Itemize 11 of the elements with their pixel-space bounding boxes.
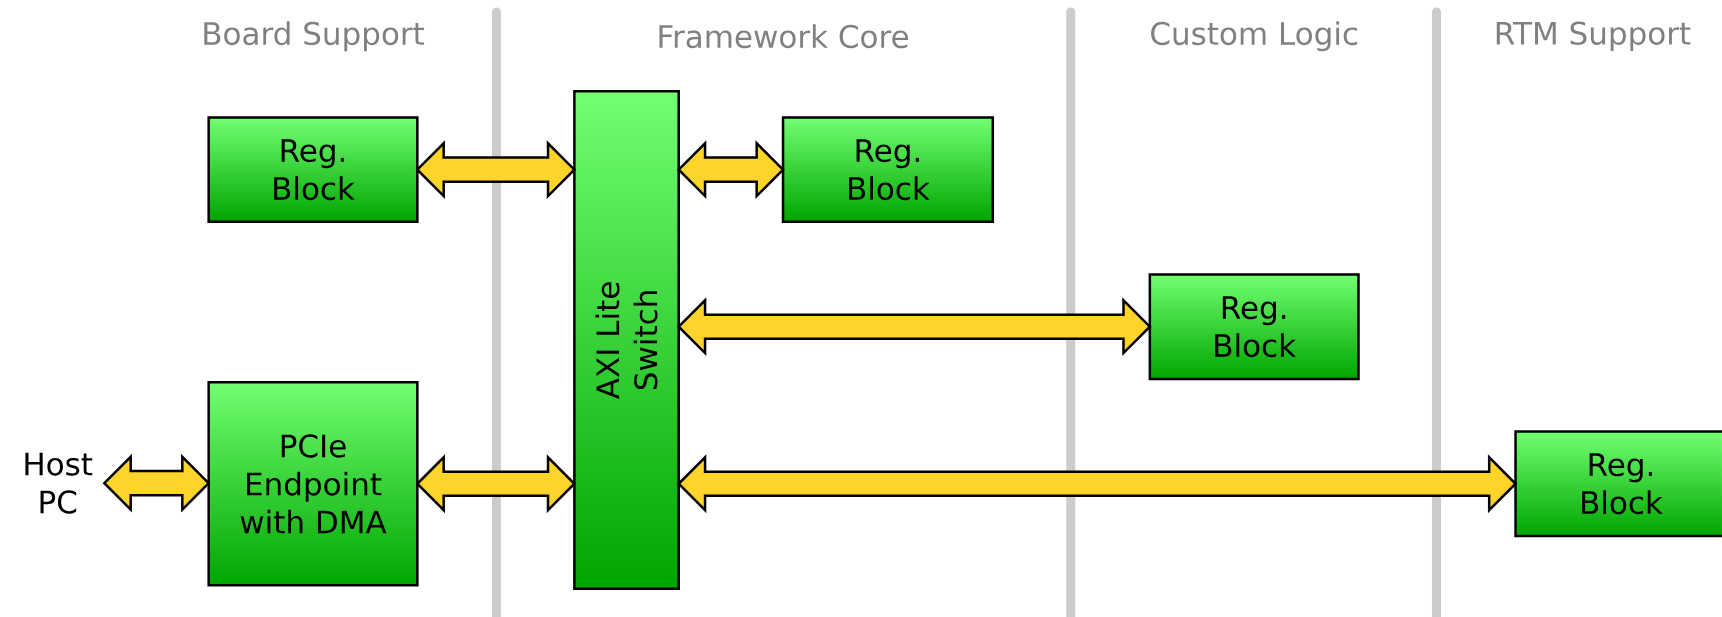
block-box: Reg. Block [1514,430,1722,538]
block-box: Reg. Block [781,116,995,224]
host-label: Host PC [25,452,93,514]
lane-title: Framework Core [659,24,908,49]
block-box: Reg. Block [1148,273,1360,381]
switch-box: AXI Lite Switch [573,89,680,590]
block-box: Reg. Block [207,116,419,224]
lane-title: Board Support [204,21,425,52]
block-box: PCIe Endpoint with DMA [207,380,419,587]
lane-title: RTM Support [1496,21,1691,51]
lane-title: Custom Logic [1151,21,1358,52]
